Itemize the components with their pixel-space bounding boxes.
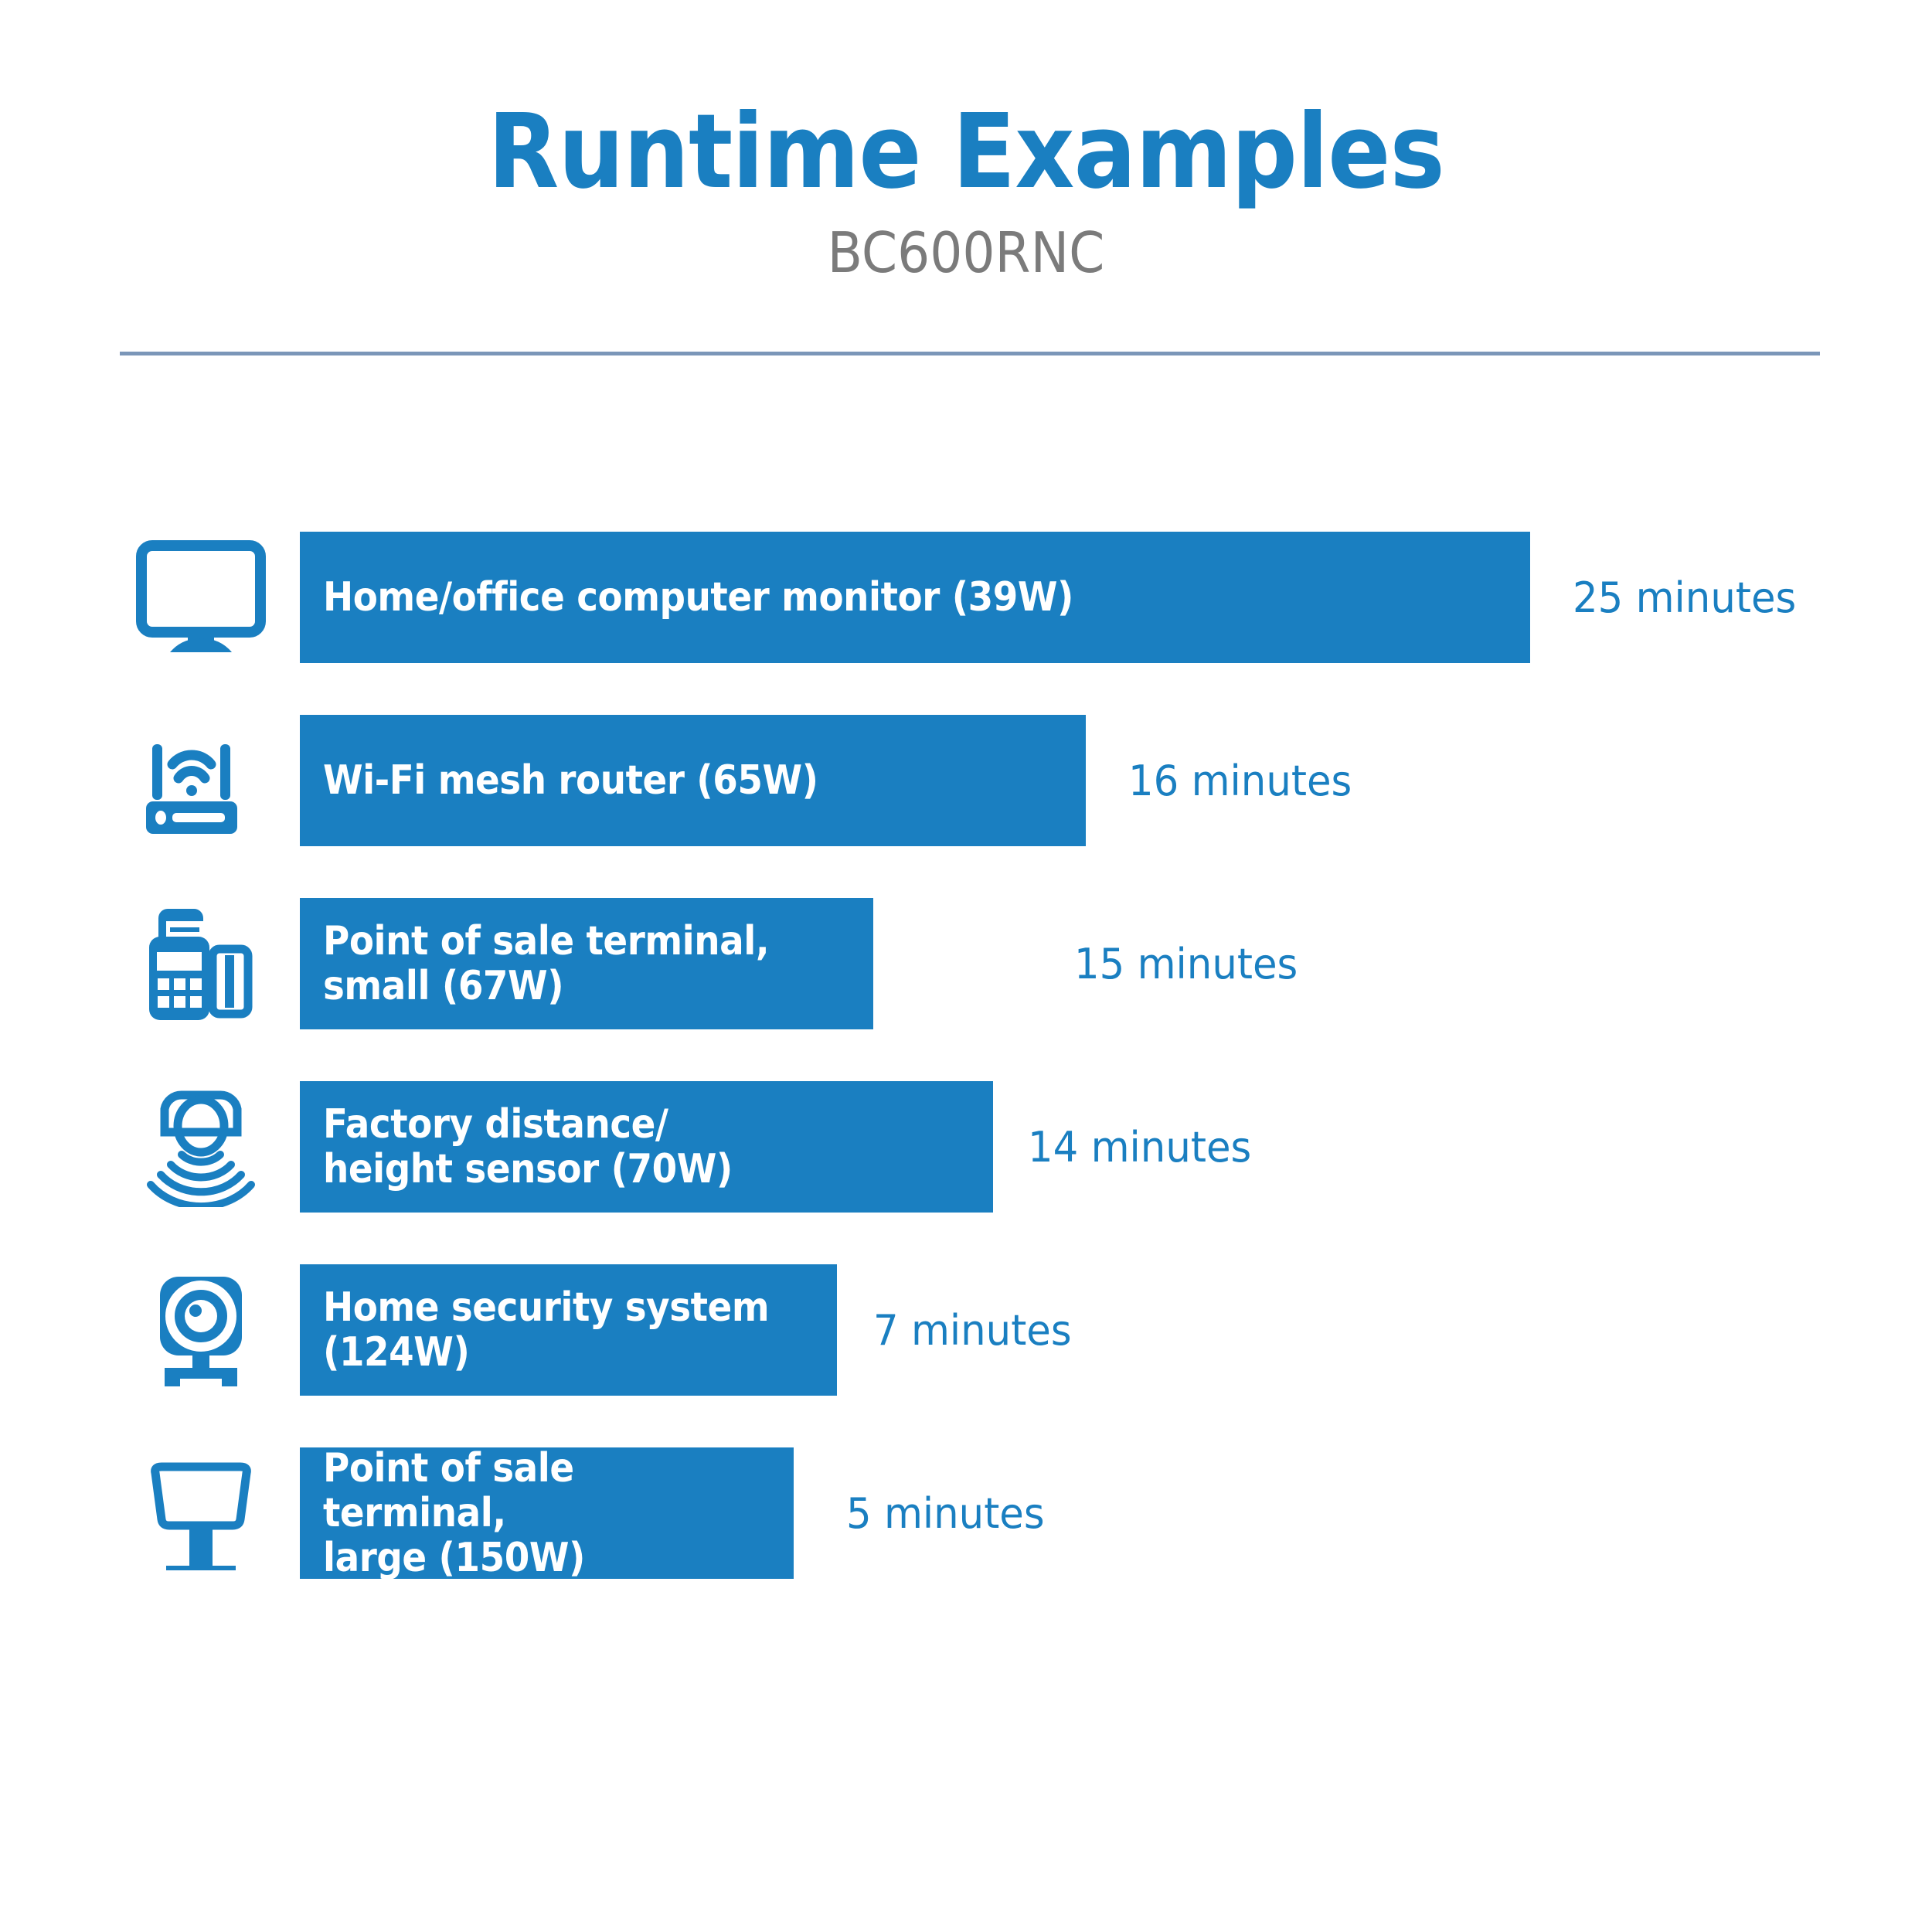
monitor-icon <box>124 532 278 663</box>
bar-label: Point of sale terminal, small (67W) <box>323 917 770 1009</box>
chart-row: Home security system (124W) 7 minutes <box>0 1264 1932 1396</box>
bar: Point of sale terminal, large (150W) <box>300 1444 794 1582</box>
value-label: 25 minutes <box>1573 573 1797 622</box>
chart-row: Wi-Fi mesh router (65W) 16 minutes <box>0 715 1932 846</box>
page-subtitle: BC600RNC <box>827 219 1105 285</box>
distance-sensor-icon <box>124 1081 278 1213</box>
bar-label: Factory distance/ height sensor (70W) <box>323 1100 733 1192</box>
bar: Factory distance/ height sensor (70W) <box>300 1081 993 1213</box>
router-icon <box>124 715 278 846</box>
chart-row: Point of sale terminal, large (150W) 5 m… <box>0 1444 1932 1582</box>
page-title: Runtime Examples <box>488 93 1445 212</box>
chart-row: Factory distance/ height sensor (70W) 14… <box>0 1081 1932 1213</box>
chart-row: Point of sale terminal, small (67W) 15 m… <box>0 898 1932 1029</box>
bar: Home security system (124W) <box>300 1264 837 1396</box>
value-label: 16 minutes <box>1128 756 1352 805</box>
header-divider <box>120 352 1820 355</box>
bar: Point of sale terminal, small (67W) <box>300 898 873 1029</box>
bar-label: Wi-Fi mesh router (65W) <box>323 757 818 804</box>
chart-row: Home/office computer monitor (39W) 25 mi… <box>0 532 1932 663</box>
value-label: 5 minutes <box>846 1488 1045 1538</box>
bar-label: Home security system (124W) <box>323 1284 770 1376</box>
bar: Home/office computer monitor (39W) <box>300 532 1530 663</box>
value-label: 14 minutes <box>1028 1122 1252 1172</box>
bar-label: Point of sale terminal, large (150W) <box>323 1444 585 1582</box>
pos-terminal-large-icon <box>124 1447 278 1579</box>
bar: Wi-Fi mesh router (65W) <box>300 715 1086 846</box>
header: Runtime Examples BC600RNC <box>0 100 1932 286</box>
runtime-bar-chart: Home/office computer monitor (39W) 25 mi… <box>0 532 1932 1631</box>
security-camera-icon <box>124 1264 278 1396</box>
pos-terminal-small-icon <box>124 898 278 1029</box>
value-label: 15 minutes <box>1074 939 1298 988</box>
value-label: 7 minutes <box>873 1305 1072 1355</box>
bar-label: Home/office computer monitor (39W) <box>323 573 1073 621</box>
